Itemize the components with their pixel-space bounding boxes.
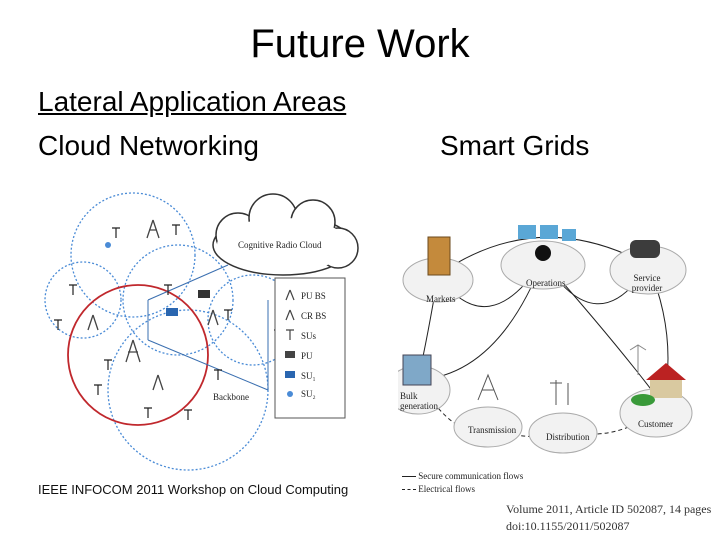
pu-bs-device	[166, 308, 178, 316]
cloud-networking-figure: Cognitive Radio Cloud Backbone PU BS CR …	[38, 190, 378, 475]
cloud-legend-box	[274, 277, 346, 419]
distribution-pole-icon	[550, 380, 569, 405]
cloud-label: Cognitive Radio Cloud	[238, 240, 322, 250]
legend-item-pu-bs: PU BS	[301, 291, 326, 301]
node-service-provider: Service provider	[631, 273, 663, 293]
legend-item-sus: SUs	[301, 331, 317, 341]
legend-item-su1: SU₁	[301, 371, 316, 381]
coverage-circle-red	[67, 284, 209, 426]
legend-item-cr-bs: CR BS	[301, 311, 327, 321]
cloud-legend-symbols	[285, 289, 295, 397]
grid-legend-electrical: Electrical flows	[402, 484, 475, 494]
legend-item-su2: SU₂	[301, 389, 316, 399]
coverage-circle-5	[107, 309, 269, 471]
node-operations: Operations	[526, 278, 566, 288]
cloud-networking-diagram	[44, 192, 359, 471]
customer-house-icon	[629, 344, 686, 406]
base-station-towers	[87, 219, 219, 391]
right-heading: Smart Grids	[440, 130, 590, 161]
slide-title: Future Work	[250, 22, 470, 66]
cr-bs-device	[198, 290, 210, 298]
node-distribution: Distribution	[546, 432, 590, 442]
citation-line-1: Volume 2011, Article ID 502087, 14 pages	[506, 502, 712, 516]
smart-grid-figure: Markets Operations Service provider Bulk…	[385, 195, 698, 465]
backbone-label: Backbone	[213, 392, 249, 402]
grid-node-clouds	[385, 240, 693, 454]
coverage-circle-3	[122, 244, 234, 356]
grid-legend-secure-text: Secure communication flows	[418, 471, 524, 481]
service-provider-car-icon	[630, 240, 660, 258]
node-bulk-generation: Bulk generation	[400, 391, 438, 411]
backbone-lines	[147, 264, 269, 391]
markets-building-icon	[427, 236, 451, 276]
dashed-line-swatch	[402, 489, 416, 491]
node-markets: Markets	[426, 294, 456, 304]
legend-item-pu: PU	[301, 351, 313, 361]
solid-line-swatch	[402, 476, 416, 478]
slide-subtitle: Lateral Application Areas	[38, 86, 347, 117]
node-customer: Customer	[638, 419, 673, 429]
transmission-tower-icon	[477, 373, 499, 401]
cloud-figure-caption: IEEE INFOCOM 2011 Workshop on Cloud Comp…	[38, 482, 349, 497]
left-heading: Cloud Networking	[38, 130, 259, 161]
pu-device	[105, 242, 111, 248]
grid-legend-electrical-text: Electrical flows	[418, 484, 475, 494]
coverage-circle-1	[70, 192, 196, 318]
coverage-circle-2	[44, 261, 122, 339]
operations-monitors-icon	[518, 225, 576, 261]
node-transmission: Transmission	[468, 425, 517, 435]
smart-grid-diagram	[385, 225, 693, 454]
citation-line-2: doi:10.1155/2011/502087	[506, 519, 630, 533]
grid-legend-secure: Secure communication flows	[402, 471, 523, 481]
bulk-generation-icon	[402, 354, 432, 386]
